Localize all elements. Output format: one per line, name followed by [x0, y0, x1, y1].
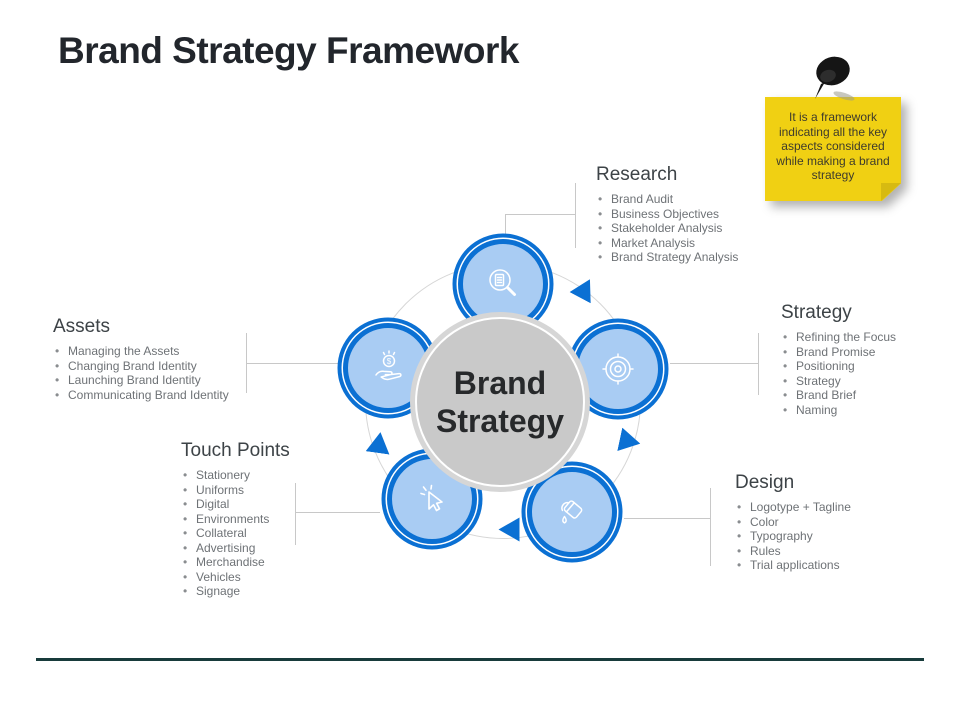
bullet-item: Communicating Brand Identity: [55, 388, 283, 403]
bullet-list: Refining the FocusBrand PromisePositioni…: [781, 330, 951, 417]
bullet-item: Logotype + Tagline: [737, 500, 905, 515]
bullet-item: Business Objectives: [598, 207, 806, 222]
bullet-item: Naming: [783, 403, 951, 418]
bullet-item: Collateral: [183, 526, 331, 541]
magnifier-document-icon: [489, 269, 516, 296]
bullet-item: Strategy: [783, 374, 951, 389]
bullet-item: Stakeholder Analysis: [598, 221, 806, 236]
bullet-item: Environments: [183, 512, 331, 527]
bullet-item: Color: [737, 515, 905, 530]
bullet-item: Vehicles: [183, 570, 331, 585]
section-heading: Design: [735, 472, 795, 493]
sticky-note: It is a framework indicating all the key…: [765, 97, 901, 201]
node-assets: $: [343, 323, 433, 413]
bullet-item: Rules: [737, 544, 905, 559]
svg-text:$: $: [387, 357, 392, 366]
bullet-item: Launching Brand Identity: [55, 373, 283, 388]
bullet-item: Brand Promise: [783, 345, 951, 360]
push-pin-icon: [815, 56, 855, 101]
section-heading: Research: [596, 164, 678, 185]
node-design: [527, 467, 617, 557]
bullet-item: Positioning: [783, 359, 951, 374]
connector-research: [575, 183, 576, 248]
node-strategy: [573, 324, 663, 414]
section-research: Research Brand AuditBusiness ObjectivesS…: [596, 164, 806, 265]
section-design: Design Logotype + TaglineColorTypography…: [735, 472, 905, 573]
bullet-item: Brand Brief: [783, 388, 951, 403]
connector-touch-points: [295, 512, 380, 513]
center-label: Brand Strategy: [435, 365, 565, 439]
page-title: Brand Strategy Framework: [58, 30, 519, 71]
bullet-item: Market Analysis: [598, 236, 806, 251]
section-heading: Assets: [53, 316, 111, 337]
bullet-list: Logotype + TaglineColorTypographyRulesTr…: [735, 500, 905, 573]
bullet-list: StationeryUniformsDigitalEnvironmentsCol…: [181, 468, 331, 599]
bullet-item: Merchandise: [183, 555, 331, 570]
section-assets: Assets Managing the AssetsChanging Brand…: [53, 316, 283, 402]
connector-design: [624, 518, 710, 519]
bullet-item: Refining the Focus: [783, 330, 951, 345]
bullet-item: Stationery: [183, 468, 331, 483]
sticky-note-paper: It is a framework indicating all the key…: [765, 97, 901, 201]
paint-bucket-icon: [561, 500, 583, 524]
node-research: [458, 239, 548, 329]
bullet-item: Typography: [737, 529, 905, 544]
bullet-item: Changing Brand Identity: [55, 359, 283, 374]
bullet-item: Digital: [183, 497, 331, 512]
bullet-list: Brand AuditBusiness ObjectivesStakeholde…: [596, 192, 806, 265]
section-heading: Touch Points: [181, 440, 290, 461]
connector-strategy: [758, 333, 759, 395]
connector-research: [505, 214, 575, 215]
bullet-item: Uniforms: [183, 483, 331, 498]
section-heading: Strategy: [781, 302, 852, 323]
connector-assets: [246, 363, 338, 364]
connector-strategy: [670, 363, 758, 364]
bullet-list: Managing the AssetsChanging Brand Identi…: [53, 344, 283, 402]
bullet-item: Brand Strategy Analysis: [598, 250, 806, 265]
connector-design: [710, 488, 711, 566]
bullet-item: Signage: [183, 584, 331, 599]
section-strategy: Strategy Refining the FocusBrand Promise…: [781, 302, 951, 417]
section-touch-points: Touch Points StationeryUniformsDigitalEn…: [181, 440, 331, 599]
bullet-item: Brand Audit: [598, 192, 806, 207]
sticky-note-text: It is a framework indicating all the key…: [776, 110, 890, 182]
cursor-click-icon: [420, 484, 443, 512]
connector-research: [505, 214, 506, 234]
sticky-note-fold: [881, 183, 901, 201]
hand-coin-icon: $: [375, 350, 402, 381]
bullet-item: Advertising: [183, 541, 331, 556]
bullet-item: Trial applications: [737, 558, 905, 573]
target-icon: [602, 353, 634, 385]
bullet-item: Managing the Assets: [55, 344, 283, 359]
center-node-brand-strategy: Brand Strategy: [415, 317, 585, 487]
footer-divider: [36, 658, 924, 661]
